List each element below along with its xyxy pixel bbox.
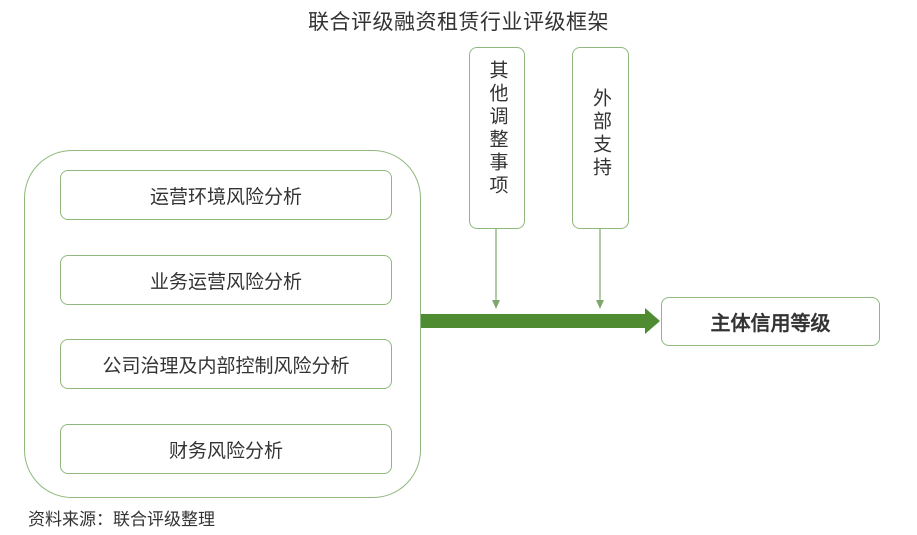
factor-label: 公司治理及内部控制风险分析 (102, 354, 350, 377)
source-note: 资料来源：联合评级整理 (28, 510, 215, 530)
factor-label: 业务运营风险分析 (149, 270, 302, 293)
main-arrow-head (645, 308, 660, 334)
factor-operating-environment: 运营环境风险分析 (60, 170, 392, 220)
factor-governance-control: 公司治理及内部控制风险分析 (60, 339, 392, 389)
factor-label: 运营环境风险分析 (149, 185, 302, 208)
external-support-arrow-head (596, 300, 604, 309)
credit-rating-label: 主体信用等级 (710, 311, 831, 335)
credit-rating-box: 主体信用等级 (661, 297, 880, 346)
other-adjustments-arrow-head (492, 300, 500, 309)
external-support-label: 外部支持 (590, 88, 612, 180)
other-adjustments-box: 其他调整事项 (469, 47, 525, 229)
risk-analysis-group (24, 150, 421, 498)
diagram-title: 联合评级融资租赁行业评级框架 (308, 10, 609, 34)
factor-label: 财务风险分析 (168, 439, 283, 462)
external-support-box: 外部支持 (572, 47, 629, 229)
factor-business-operations: 业务运营风险分析 (60, 255, 392, 305)
main-arrow-shaft (421, 314, 647, 328)
factor-financial: 财务风险分析 (60, 424, 392, 474)
other-adjustments-label: 其他调整事项 (486, 60, 509, 198)
